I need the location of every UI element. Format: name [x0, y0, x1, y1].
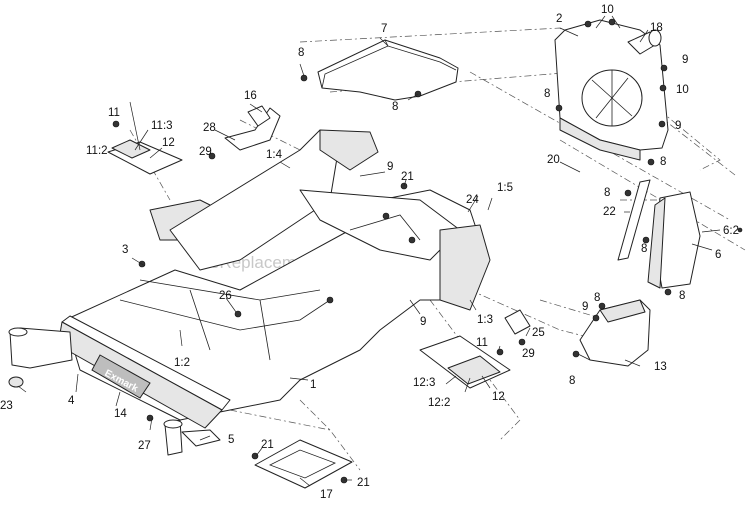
label-8: 8: [604, 187, 610, 199]
part-5-caster-pad: [163, 419, 221, 456]
label-1: 1: [310, 379, 316, 391]
label-16: 16: [244, 90, 257, 102]
label-11-3: 12: [162, 137, 175, 149]
part-13-rear-shield: [579, 299, 651, 367]
label-1-2: 1:2: [174, 357, 190, 369]
label-12-3: 12:3: [413, 377, 435, 389]
part-12-floor-panel: [419, 335, 511, 389]
label-15: 11: [108, 107, 120, 119]
label-21: 21: [401, 171, 414, 183]
part-4-front-bumper: Exmark: [57, 315, 231, 429]
label-21: 21: [357, 477, 370, 489]
label-8: 8: [594, 292, 600, 304]
leader-lines: [17, 15, 721, 487]
part-25-bracket: [504, 309, 531, 335]
part-16-bracket: [224, 105, 281, 151]
part-7-shield: [317, 39, 459, 101]
label-8: 8: [569, 375, 575, 387]
part-11-panel: [107, 139, 183, 175]
label-1-5: 1:5: [497, 182, 513, 194]
label-22: 23: [0, 400, 13, 412]
label-17: 17: [320, 489, 333, 501]
label-11: 11:2: [86, 145, 108, 157]
label-27: 27: [138, 440, 151, 452]
label-12: 12: [492, 391, 505, 403]
label-24: 24: [466, 194, 479, 206]
part-labels: 2 10 18 9 10 9 8 7 8 8 11 11:3 11:2 12 1…: [0, 4, 739, 501]
label-10: 10: [676, 84, 689, 96]
label-7: 7: [381, 23, 387, 35]
part-17-plate: [254, 439, 353, 489]
label-8: 8: [544, 88, 550, 100]
label-1-3: 1:4: [266, 149, 283, 161]
label-3: 3: [122, 244, 128, 256]
label-10: 10: [601, 4, 614, 16]
label-8: 8: [298, 47, 304, 59]
label-9: 9: [420, 316, 426, 328]
label-6: 6: [715, 249, 721, 261]
part-18-tube: [627, 29, 662, 55]
part-1-main-frame: [64, 129, 491, 421]
label-13: 13: [654, 361, 667, 373]
label-21: 21: [261, 439, 274, 451]
label-29: 29: [522, 348, 535, 360]
part-22-pivot: [8, 327, 73, 388]
label-8: 8: [660, 156, 666, 168]
label-6-2: 6:2: [723, 225, 739, 237]
label-1-4: 1:3: [477, 314, 493, 326]
label-12-2: 12:2: [428, 397, 450, 409]
label-28: 28: [203, 122, 216, 134]
label-9: 9: [582, 301, 588, 313]
label-8: 8: [679, 290, 685, 302]
label-15: 11: [476, 337, 488, 349]
label-9: 9: [682, 54, 688, 66]
label-23: 22: [603, 206, 616, 218]
label-29: 29: [199, 146, 212, 158]
label-25: 25: [532, 327, 545, 339]
label-14: 14: [114, 408, 127, 420]
label-18: 18: [650, 22, 663, 34]
label-9: 9: [675, 120, 681, 132]
part-23-side-bar: [617, 179, 651, 261]
label-2: 2: [556, 13, 562, 25]
label-8: 8: [641, 243, 647, 255]
hardware-bolts: [112, 18, 743, 484]
label-9: 9: [387, 161, 393, 173]
part-6-side-panel: [647, 191, 701, 289]
label-4: 4: [68, 395, 75, 407]
label-20: 20: [547, 154, 560, 166]
label-5: 5: [228, 434, 234, 446]
label-8: 8: [392, 101, 398, 113]
label-11-2: 11:3: [151, 120, 173, 132]
label-26: 26: [219, 290, 232, 302]
